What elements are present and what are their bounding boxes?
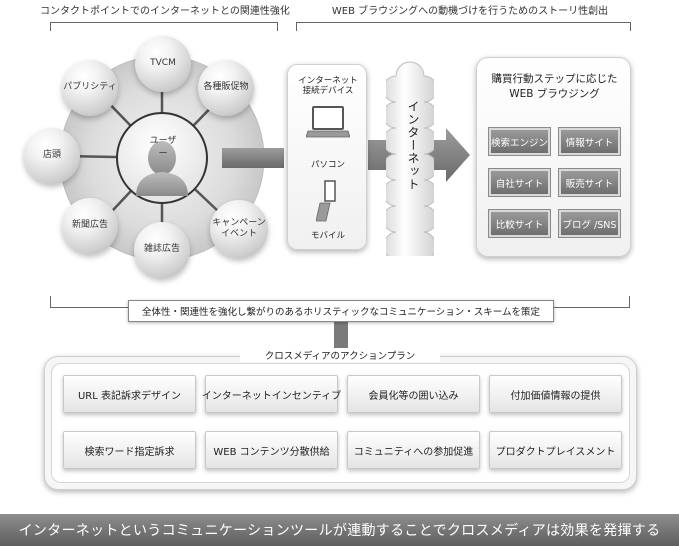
action-url-design: URL 表記訴求デザイン xyxy=(63,375,196,413)
own-site-button: 自社サイト xyxy=(488,168,551,197)
sphere-publicity: パブリシティ xyxy=(62,60,118,116)
sphere-sales-promo: 各種販促物 xyxy=(198,60,254,116)
action-plan-title: クロスメディアのアクションプラン xyxy=(240,348,440,362)
sphere-magazine: 雑誌広告 xyxy=(134,222,190,278)
scheme-banner: 全体性・関連性を強化し繋がりのあるホリスティックなコミュニケーション・スキームを… xyxy=(128,300,554,322)
action-value-info: 付加価値情報の提供 xyxy=(489,375,622,413)
sphere-store: 店頭 xyxy=(24,128,80,184)
browsing-panel: 購買行動ステップに応じた WEB ブラウジング 検索エンジン 情報サイト 自社サ… xyxy=(476,57,631,257)
user-icon xyxy=(136,141,188,196)
info-site-button: 情報サイト xyxy=(558,127,621,156)
internet-cloud xyxy=(386,61,434,256)
connector xyxy=(334,322,348,348)
laptop-icon xyxy=(306,106,350,138)
mobile-label: モバイル xyxy=(310,231,345,241)
sphere-campaign: キャンペーン イベント xyxy=(210,200,268,258)
action-membership: 会員化等の囲い込み xyxy=(347,375,480,413)
internet-label: インターネット xyxy=(406,100,420,191)
bracket-left xyxy=(50,22,278,31)
pc-label: パソコン xyxy=(310,160,345,170)
comparison-site-button: 比較サイト xyxy=(488,209,551,238)
action-product-placement: プロダクトプレイスメント xyxy=(489,431,622,469)
browsing-title: 購買行動ステップに応じた WEB ブラウジング xyxy=(491,73,618,101)
caption-contact-points: コンタクトポイントでのインターネットとの関連性強化 xyxy=(40,6,290,17)
devices-panel: インターネット 接続デバイス パソコン モバイル xyxy=(287,64,367,250)
action-community: コミュニティへの参加促進 xyxy=(347,431,480,469)
sales-site-button: 販売サイト xyxy=(558,168,621,197)
arrow-to-devices xyxy=(222,148,284,168)
footer-text: インターネットというコミュニケーションツールが連動することでクロスメディアは効果… xyxy=(18,523,661,539)
action-search-word: 検索ワード指定訴求 xyxy=(63,431,196,469)
mobile-icon xyxy=(316,180,336,222)
action-internet-incentive: インターネットインセンティブ xyxy=(202,375,341,413)
search-engine-button: 検索エンジン xyxy=(488,127,551,156)
sphere-newspaper: 新聞広告 xyxy=(62,198,118,254)
footer-banner: インターネットというコミュニケーションツールが連動することでクロスメディアは効果… xyxy=(0,514,679,546)
devices-title: インターネット 接続デバイス xyxy=(298,76,358,97)
hub-center-label: ユーザー xyxy=(149,136,177,159)
scheme-text: 全体性・関連性を強化し繋がりのあるホリスティックなコミュニケーション・スキームを… xyxy=(142,307,540,318)
action-web-content: WEB コンテンツ分散供給 xyxy=(205,431,338,469)
blog-sns-button: ブログ /SNS xyxy=(558,209,621,238)
caption-web-story: WEB ブラウジングへの動機づけを行うためのストーリ性創出 xyxy=(331,6,609,17)
bracket-right xyxy=(296,22,631,31)
sphere-tvcm: TVCM xyxy=(135,36,191,92)
